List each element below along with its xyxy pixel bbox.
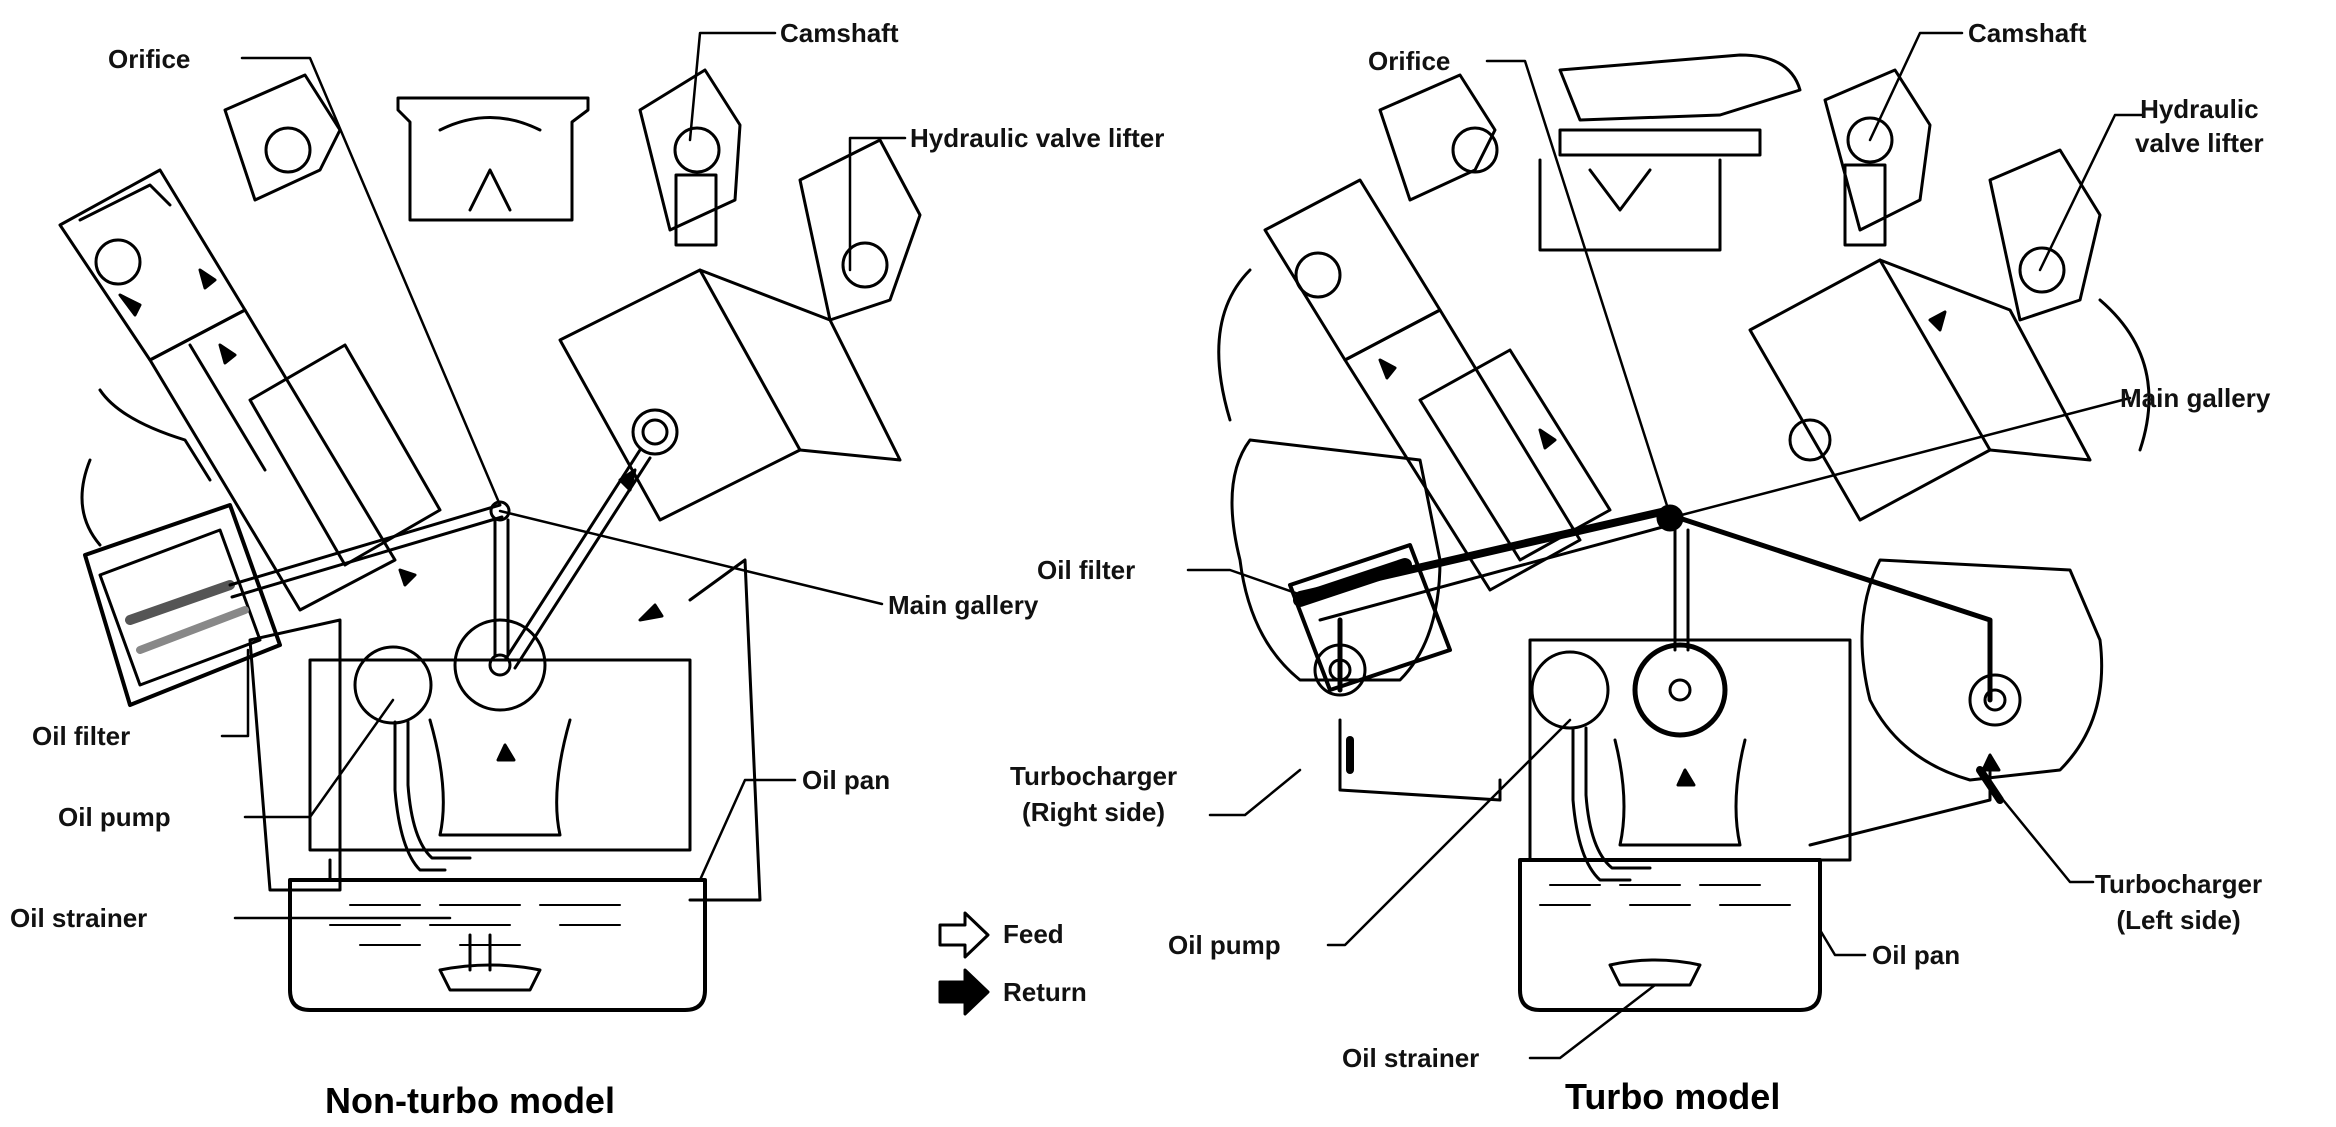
legend-return-label: Return	[1003, 977, 1087, 1007]
label-turbo-right-line1: Turbocharger	[1010, 761, 1178, 791]
label-turbo-left-line2: (Left side)	[2116, 905, 2241, 935]
non-turbo-engine-drawing	[58, 68, 922, 1012]
label-turbocharger-left: Turbocharger (Left side)	[2095, 866, 2262, 938]
legend-feed-label: Feed	[1003, 919, 1064, 949]
return-arrow-icon	[938, 968, 990, 1016]
label-oil-pump-turbo: Oil pump	[1168, 930, 1281, 960]
label-main-gallery-turbo: Main gallery	[2120, 383, 2271, 413]
label-oil-pump-nonturbo: Oil pump	[58, 802, 171, 832]
label-orifice-nonturbo: Orifice	[108, 44, 191, 74]
label-hydraulic-line1: Hydraulic	[2140, 94, 2259, 124]
label-turbocharger-right: Turbocharger (Right side)	[1010, 758, 1177, 830]
turbo-engine-drawing	[1217, 53, 2151, 1012]
label-oil-strainer-nonturbo: Oil strainer	[10, 903, 148, 933]
caption-turbo: Turbo model	[1565, 1076, 1781, 1117]
label-turbo-right-line2: (Right side)	[1022, 797, 1166, 827]
label-oil-filter-turbo: Oil filter	[1037, 555, 1136, 585]
label-oil-filter-nonturbo: Oil filter	[32, 721, 131, 751]
feed-arrow-icon	[938, 911, 990, 959]
label-hydraulic-line2: valve lifter	[2135, 128, 2264, 158]
label-oil-pan-turbo: Oil pan	[1872, 940, 1961, 970]
label-camshaft-nonturbo: Camshaft	[780, 18, 899, 48]
caption-non-turbo: Non-turbo model	[325, 1080, 615, 1121]
label-oil-strainer-turbo: Oil strainer	[1342, 1043, 1480, 1073]
label-orifice-turbo: Orifice	[1368, 46, 1451, 76]
label-camshaft-turbo: Camshaft	[1968, 18, 2087, 48]
leader-lines	[220, 31, 2145, 1060]
label-oil-pan-nonturbo: Oil pan	[802, 765, 891, 795]
label-turbo-left-line1: Turbocharger	[2095, 869, 2263, 899]
label-hydraulic-valve-lifter-turbo: Hydraulic valve lifter	[2135, 92, 2264, 160]
legend-shapes	[938, 911, 990, 1016]
label-main-gallery-nonturbo: Main gallery	[888, 590, 1039, 620]
label-hydraulic-valve-lifter-nonturbo: Hydraulic valve lifter	[910, 123, 1165, 153]
